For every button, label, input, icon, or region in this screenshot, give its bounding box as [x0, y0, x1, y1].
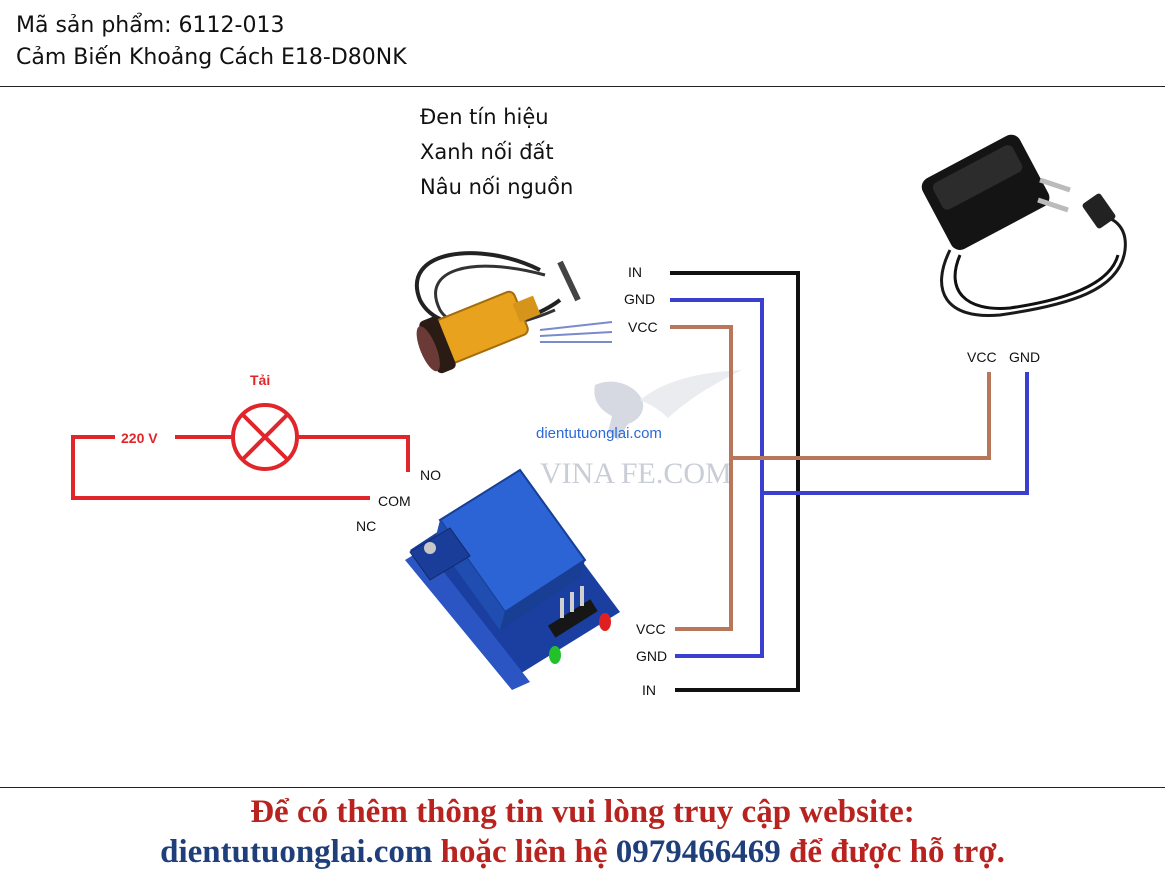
relay-nc-label: NC: [356, 518, 376, 534]
relay-module-image: [405, 468, 620, 690]
relay-pin-in-label: IN: [642, 682, 656, 698]
sensor-image: [415, 251, 613, 374]
footer-line2: dientutuonglai.com hoặc liên hệ 09794664…: [0, 834, 1165, 871]
footer-end: để được hỗ trợ.: [780, 834, 1005, 870]
ground-wire-adapter: [762, 372, 1029, 495]
legend-black: Đen tín hiệu: [420, 105, 549, 129]
relay-no-label: NO: [420, 467, 441, 483]
relay-pin-vcc-label: VCC: [636, 621, 666, 637]
adapter-vcc-label: VCC: [967, 349, 997, 365]
legend-blue: Xanh nối đất: [420, 140, 554, 164]
relay-com-label: COM: [378, 493, 411, 509]
voltage-label: 220 V: [121, 430, 158, 446]
footer-site[interactable]: dientutuonglai.com: [160, 834, 433, 870]
power-wire: [670, 325, 733, 631]
footer-mid: hoặc liên hệ: [432, 834, 616, 870]
sensor-pin-in-label: IN: [628, 264, 642, 280]
legend-brown: Nâu nối nguồn: [420, 175, 574, 199]
wire-color-legend: Đen tín hiệu Xanh nối đất Nâu nối nguồn: [420, 100, 573, 205]
load-label: Tải: [250, 372, 270, 388]
sensor-pin-gnd-label: GND: [624, 291, 655, 307]
sensor-pin-vcc-label: VCC: [628, 319, 658, 335]
adapter-gnd-label: GND: [1009, 349, 1040, 365]
relay-pin-gnd-label: GND: [636, 648, 667, 664]
power-wire-adapter: [731, 372, 991, 460]
watermark-site: dientutuonglai.com: [536, 425, 662, 442]
signal-wire: [670, 271, 800, 692]
footer-divider: [0, 787, 1165, 788]
header-divider: [0, 86, 1165, 87]
watermark-brand: VINA FE.COM: [540, 457, 732, 490]
product-code: Mã sản phẩm: 6112-013: [16, 13, 285, 38]
footer-phone[interactable]: 0979466469: [615, 834, 781, 870]
header: Mã sản phẩm: 6112-013 Cảm Biến Khoảng Cá…: [16, 10, 407, 74]
footer-line1: Để có thêm thông tin vui lòng truy cập w…: [250, 794, 915, 830]
power-adapter-image: [921, 134, 1127, 318]
mains-circuit: [71, 435, 410, 500]
ground-wire: [670, 298, 764, 658]
product-name: Cảm Biến Khoảng Cách E18-D80NK: [16, 45, 407, 70]
lamp-icon: [231, 403, 299, 471]
horse-logo-icon: [594, 370, 742, 440]
